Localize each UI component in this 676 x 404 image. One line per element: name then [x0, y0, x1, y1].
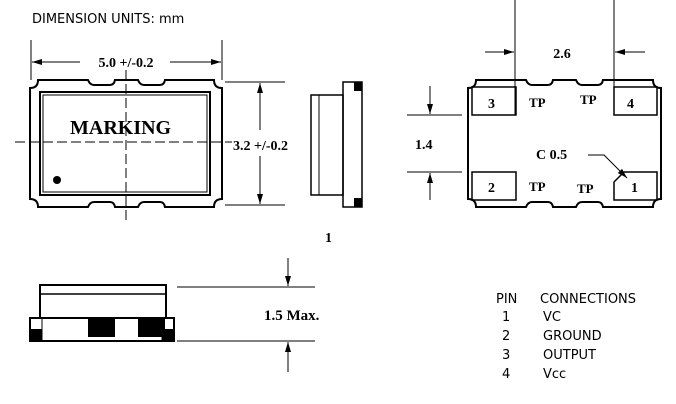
- top-view: MARKING 5.0 +/-0.2 3.2 +/-0.2: [15, 40, 288, 222]
- lid-outline: [39, 91, 211, 196]
- pin1-dot: [53, 176, 61, 184]
- tp-label: TP: [529, 95, 546, 110]
- pin-function: VC: [543, 310, 561, 325]
- pin-function: GROUND: [543, 329, 602, 344]
- pad-1: [613, 171, 658, 201]
- tp-label: TP: [577, 181, 594, 196]
- lid-inner-outline: [42, 94, 208, 193]
- pad-4: [613, 86, 658, 116]
- pin-number: 3: [502, 348, 510, 363]
- pad-4-label: 4: [627, 97, 634, 112]
- pad-3-label: 3: [488, 97, 495, 112]
- package-height-dimension: 1.5 Max.: [264, 308, 320, 324]
- tp-label: TP: [529, 179, 546, 194]
- pin-connections-table: PIN CONNECTIONS 1 VC 2 GROUND 3 OUTPUT 4…: [496, 292, 636, 382]
- pin-number: 1: [502, 310, 510, 325]
- pad-3: [471, 86, 517, 116]
- pin-function: Vcc: [543, 367, 566, 382]
- connections-header: CONNECTIONS: [540, 292, 636, 307]
- bottom-view-outline: [467, 79, 662, 208]
- pin1-callout: 1: [325, 231, 332, 246]
- pin-function: OUTPUT: [543, 348, 596, 363]
- pad-gap-dimension: 1.4: [415, 138, 433, 153]
- pad-2: [471, 171, 517, 201]
- marking-label: MARKING: [70, 117, 172, 139]
- side-view: 1.5 Max.: [29, 258, 320, 372]
- pin-header: PIN: [496, 292, 517, 307]
- pad-1-label: 1: [631, 181, 638, 196]
- end-view: [310, 81, 363, 208]
- top-view-outline: [29, 79, 223, 208]
- chamfer-label: C 0.5: [536, 148, 567, 163]
- tp-label: TP: [580, 92, 597, 107]
- chamfer-leader: [588, 154, 628, 179]
- units-label: DIMENSION UNITS: mm: [32, 12, 184, 27]
- pin-number: 2: [502, 329, 510, 344]
- pitch-dimension: 2.6: [553, 47, 571, 62]
- pin-number: 4: [502, 367, 510, 382]
- bottom-view: 3 4 2 1 TP TP TP TP 2.6 1.4 C 0.5: [407, 0, 662, 208]
- pad-2-label: 2: [488, 181, 495, 196]
- width-dimension: 5.0 +/-0.2: [98, 56, 153, 71]
- height-dimension: 3.2 +/-0.2: [233, 139, 288, 154]
